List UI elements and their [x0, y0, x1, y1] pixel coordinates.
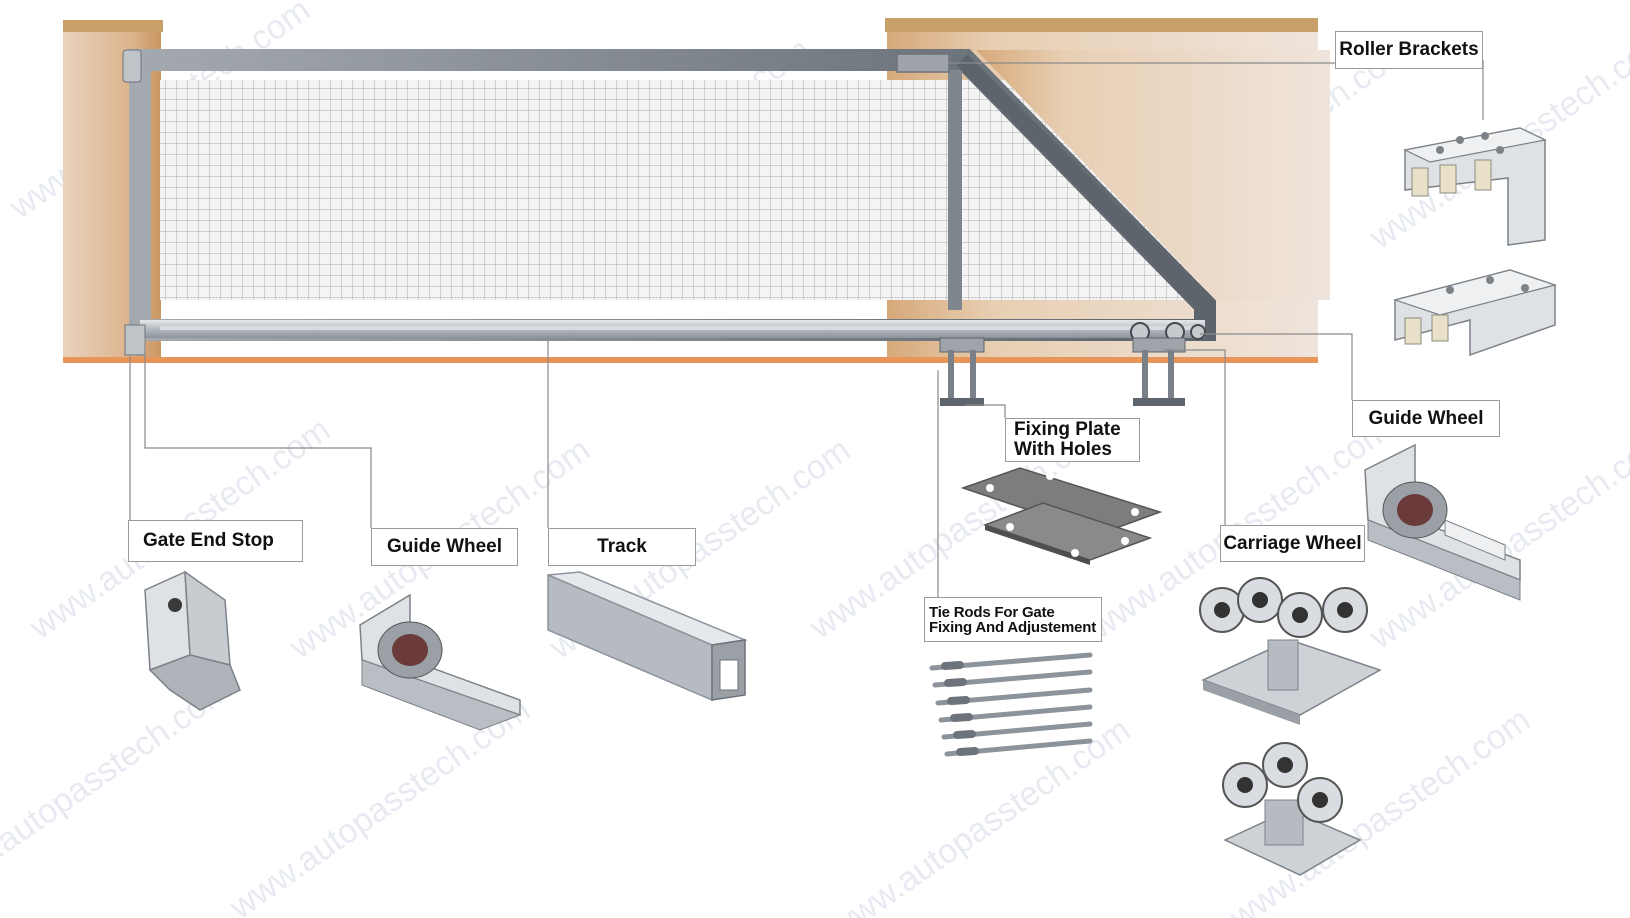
ground-line	[63, 357, 1318, 363]
carriage-wheel-icon	[1199, 577, 1382, 725]
carriage-wheel-rear	[1130, 322, 1206, 406]
label-carriage-wheel: Carriage Wheel	[1220, 525, 1365, 562]
label-roller-brackets: Roller Brackets	[1335, 31, 1483, 69]
label-fixing-plate: Fixing Plate With Holes	[1005, 418, 1140, 462]
roller-bracket-mount	[896, 53, 950, 73]
latch-top	[122, 49, 142, 83]
left-wall-cap	[63, 20, 163, 32]
gate-frame	[129, 49, 1216, 341]
tie-rods-icon	[929, 652, 1093, 757]
wall-behind-gate	[976, 50, 1330, 300]
sliding-gate-icon	[63, 18, 1330, 406]
track-rail-icon	[547, 571, 748, 702]
gate-end-stop-icon	[144, 570, 241, 711]
guide-wheel-icon	[1364, 443, 1521, 601]
label-tie-rods-line2: Fixing And Adjustement	[929, 618, 1096, 636]
label-guide-wheel-left: Guide Wheel	[371, 528, 518, 566]
right-wall-cap	[885, 18, 1318, 32]
roller-bracket-icon	[1392, 269, 1558, 357]
label-fixing-plate-line2: With Holes	[1014, 439, 1112, 460]
leader-guide-wheel-right	[1200, 333, 1353, 400]
gate-vertical-bar	[948, 70, 962, 310]
label-guide-wheel-right: Guide Wheel	[1352, 400, 1500, 437]
roller-bracket-icon	[1403, 127, 1547, 246]
label-fixing-plate-line1: Fixing Plate	[1014, 419, 1121, 440]
carriage-wheel-front	[939, 337, 985, 406]
label-tie-rods: Tie Rods For Gate Fixing And Adjustement	[924, 597, 1102, 642]
carriage-wheel-icon	[1222, 742, 1362, 876]
leader-fixing-plate	[965, 404, 1006, 418]
label-track: Track	[548, 528, 696, 566]
guide-wheel-icon	[359, 593, 522, 731]
leader-carriage-wheel	[1163, 349, 1226, 525]
fixing-plate-icon	[960, 467, 1163, 565]
gate-end-stop-mount	[124, 324, 146, 356]
leader-guide-wheel-left	[144, 338, 372, 528]
gate-diagonal	[956, 54, 1211, 311]
label-tie-rods-line1: Tie Rods For Gate	[929, 603, 1055, 621]
leader-lines	[129, 60, 1484, 600]
label-gate-end-stop: Gate End Stop	[128, 520, 303, 562]
